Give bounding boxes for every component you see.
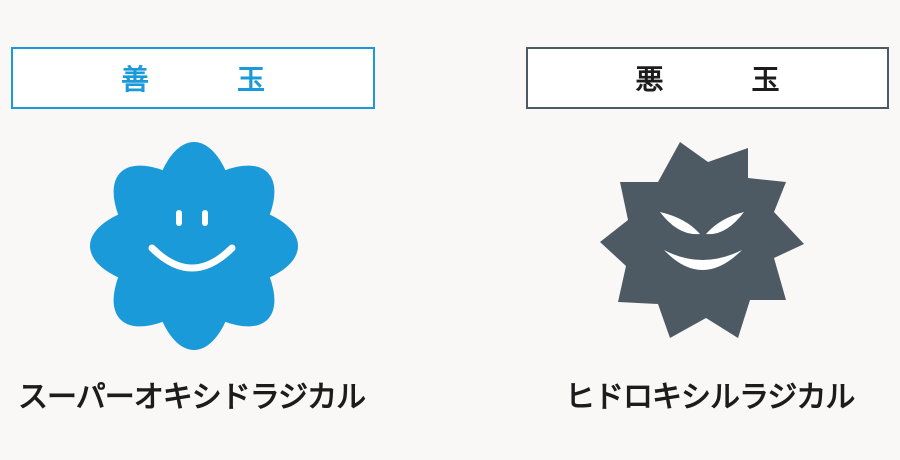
grin-mouth <box>664 250 742 270</box>
good-caption: スーパーオキシドラジカル <box>18 380 366 415</box>
right-eye <box>202 210 208 226</box>
evil-spiky-face-icon <box>600 142 804 338</box>
right-eye <box>706 212 744 235</box>
flower-body <box>90 142 298 350</box>
good-label-box: 善 玉 <box>11 47 375 109</box>
smiling-flower-icon <box>90 142 298 350</box>
bad-label: 悪 玉 <box>635 63 810 96</box>
bad-label-box: 悪 玉 <box>526 47 889 109</box>
smile-mouth <box>148 244 236 272</box>
spiky-body <box>600 142 804 338</box>
left-eye <box>660 212 700 235</box>
left-eye <box>176 210 182 226</box>
good-label: 善 玉 <box>120 63 295 96</box>
bad-caption: ヒドロキシルラジカル <box>565 380 855 415</box>
